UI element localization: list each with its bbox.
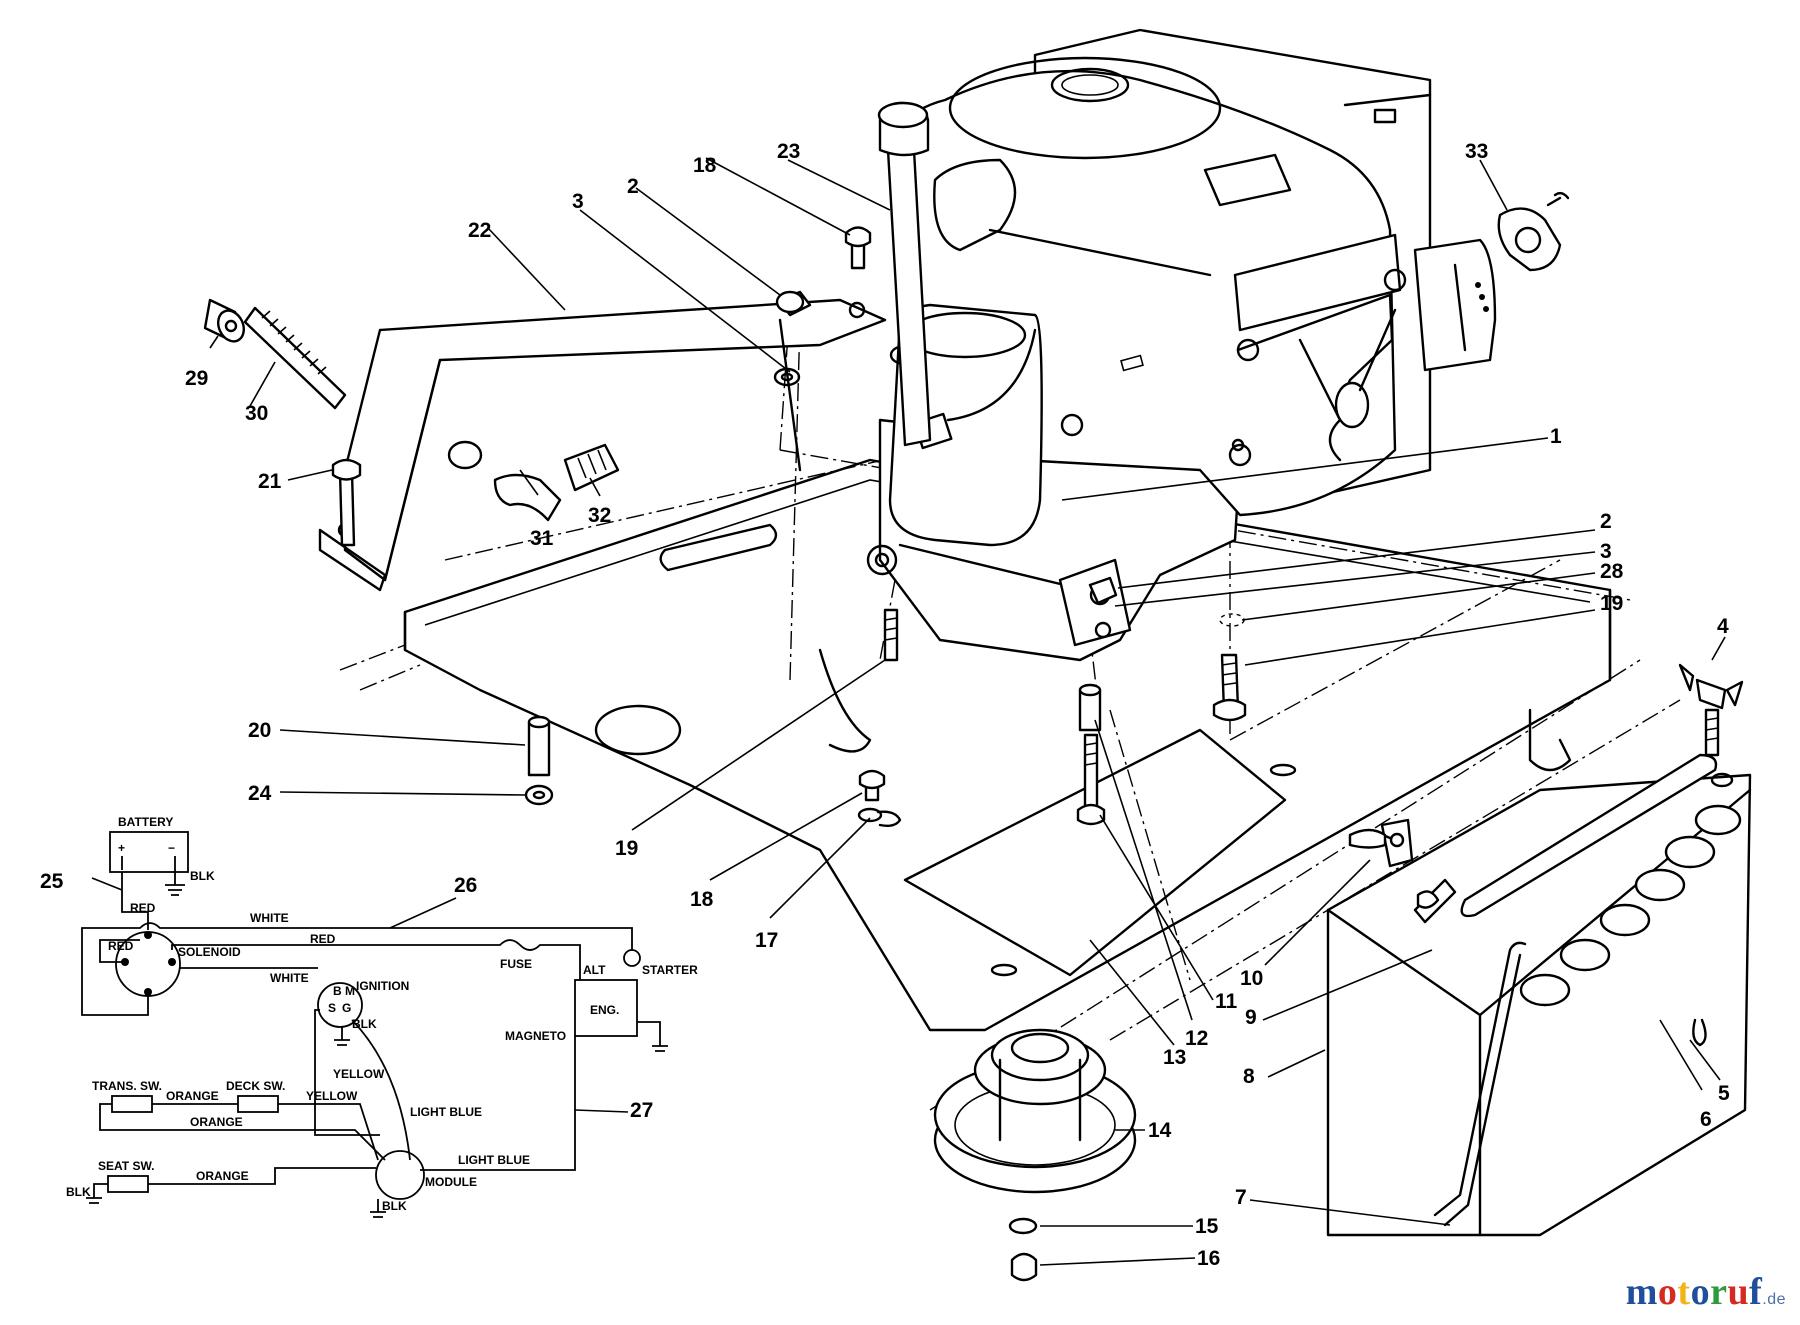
callout-8: 8 xyxy=(1243,1065,1255,1088)
module-blk: BLK xyxy=(382,1199,407,1213)
callout-1: 1 xyxy=(1550,425,1562,448)
battery-symbol xyxy=(109,831,189,873)
callout-29: 29 xyxy=(185,367,208,390)
wire-lightblue-1: LIGHT BLUE xyxy=(410,1105,482,1119)
callout-28: 28 xyxy=(1600,560,1624,583)
engine xyxy=(866,28,1497,662)
starter-label: STARTER xyxy=(642,963,698,977)
trans-switch xyxy=(111,1095,153,1113)
engine-box xyxy=(574,979,638,1037)
callout-6: 6 xyxy=(1700,1108,1712,1131)
battery-plus: + xyxy=(118,841,125,855)
battery-minus: − xyxy=(168,841,175,855)
callout-31: 31 xyxy=(530,527,554,550)
trans-sw-label: TRANS. SW. xyxy=(92,1079,162,1093)
seat-blk: BLK xyxy=(66,1185,91,1199)
callout-2-lower: 2 xyxy=(1600,510,1612,533)
brand-letter: r xyxy=(1710,1271,1728,1313)
eng-label: ENG. xyxy=(590,1003,619,1017)
wire-lightblue-2: LIGHT BLUE xyxy=(458,1153,530,1167)
ignition-switch xyxy=(317,982,363,1028)
wire-red-2: RED xyxy=(108,939,134,953)
ign-m: M xyxy=(345,984,355,998)
magneto-label: MAGNETO xyxy=(505,1029,566,1043)
callout-3-upper: 3 xyxy=(572,190,584,213)
brand-letter: t xyxy=(1677,1271,1691,1313)
callout-14: 14 xyxy=(1148,1119,1172,1142)
callout-33: 33 xyxy=(1465,140,1488,163)
callout-17: 17 xyxy=(755,929,778,952)
solenoid-label: SOLENOID xyxy=(178,945,241,959)
battery-ground-blk: BLK xyxy=(190,869,215,883)
callout-25: 25 xyxy=(40,870,64,893)
callouts: 1 2 2 3 3 4 5 6 7 8 9 10 11 12 13 14 15 … xyxy=(40,140,1730,1270)
deck-switch xyxy=(237,1095,279,1113)
callout-21: 21 xyxy=(258,470,282,493)
callout-30: 30 xyxy=(245,402,268,425)
callout-23: 23 xyxy=(777,140,800,163)
pulley-assembly xyxy=(933,1028,1137,1282)
wire-white-2: WHITE xyxy=(270,971,309,985)
callout-16: 16 xyxy=(1197,1247,1220,1270)
fuse-label: FUSE xyxy=(500,957,532,971)
wire-red-3: RED xyxy=(310,932,336,946)
wire-red-1: RED xyxy=(130,901,156,915)
callout-19-left: 19 xyxy=(615,837,638,860)
bracket-assembly xyxy=(203,226,887,592)
leader-lines xyxy=(91,157,1726,1266)
callout-10: 10 xyxy=(1240,967,1263,990)
callout-32: 32 xyxy=(588,504,611,527)
callout-2-upper: 2 xyxy=(627,175,639,198)
module-label: MODULE xyxy=(425,1175,477,1189)
wire-white-top: WHITE xyxy=(250,911,289,925)
callout-11: 11 xyxy=(1215,990,1238,1013)
brand-tld: .de xyxy=(1762,1291,1786,1308)
callout-3-lower: 3 xyxy=(1600,540,1612,563)
callout-20: 20 xyxy=(248,719,271,742)
callout-18-lower: 18 xyxy=(690,888,714,911)
brand-letter: f xyxy=(1749,1271,1763,1313)
hardware xyxy=(524,191,1570,828)
battery-cells xyxy=(1519,804,1742,1007)
callout-9: 9 xyxy=(1245,1006,1257,1029)
callout-7: 7 xyxy=(1235,1186,1247,1209)
ign-g: G xyxy=(342,1001,351,1015)
callout-22: 22 xyxy=(468,219,491,242)
callout-26: 26 xyxy=(454,874,477,897)
wire-orange-3: ORANGE xyxy=(196,1169,249,1183)
callout-13: 13 xyxy=(1163,1046,1186,1069)
wiring-schematic: BATTERY + − BLK RED SOLENOID RED WHITE R… xyxy=(66,815,698,1218)
brand-name: motoruf xyxy=(1626,1271,1762,1313)
seat-sw-label: SEAT SW. xyxy=(98,1159,154,1173)
alt-label: ALT xyxy=(583,963,606,977)
brand-letter: o xyxy=(1690,1271,1711,1313)
deck-sw-label: DECK SW. xyxy=(226,1079,285,1093)
brand-letter: u xyxy=(1727,1271,1750,1313)
callout-4: 4 xyxy=(1717,615,1729,638)
wire-yellow-1: YELLOW xyxy=(333,1067,385,1081)
module-symbol xyxy=(375,1150,425,1200)
ign-b: B xyxy=(333,984,342,998)
ignition-label: IGNITION xyxy=(356,979,409,993)
battery-assembly xyxy=(1326,663,1752,1237)
callout-24: 24 xyxy=(248,782,272,805)
wire-orange-2: ORANGE xyxy=(190,1115,243,1129)
callout-12: 12 xyxy=(1185,1027,1208,1050)
callout-19-right: 19 xyxy=(1600,592,1623,615)
seat-switch xyxy=(107,1175,149,1193)
ign-s: S xyxy=(328,1001,336,1015)
callout-18-upper: 18 xyxy=(693,154,717,177)
brand-logo: motoruf.de xyxy=(1626,1270,1786,1314)
callout-15: 15 xyxy=(1195,1215,1219,1238)
frame-plate xyxy=(403,458,1612,1032)
battery-label: BATTERY xyxy=(118,815,173,829)
wire-orange-1: ORANGE xyxy=(166,1089,219,1103)
wire-yellow-2: YELLOW xyxy=(306,1089,358,1103)
callout-27: 27 xyxy=(630,1099,653,1122)
callout-5: 5 xyxy=(1718,1082,1730,1105)
brand-letter: m xyxy=(1625,1271,1658,1313)
brand-letter: o xyxy=(1657,1271,1678,1313)
